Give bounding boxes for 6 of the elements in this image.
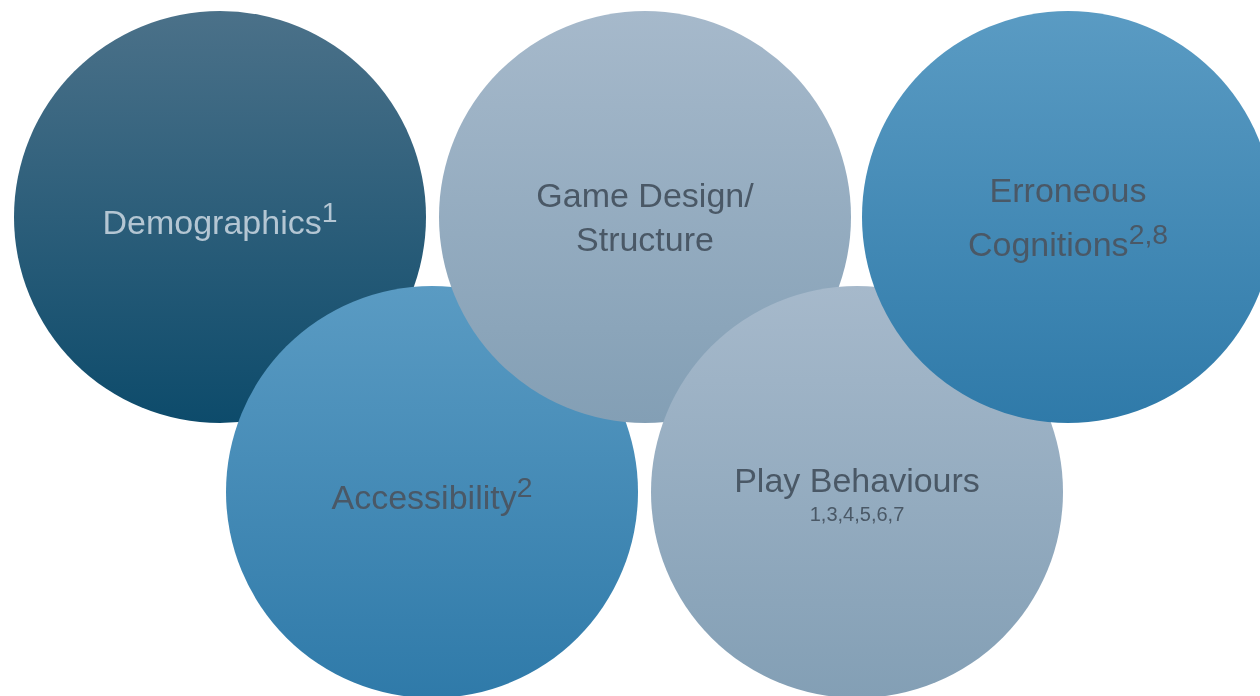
reference-numbers: 1,3,4,5,6,7 xyxy=(809,502,905,526)
circle-label: Game Design/ Structure xyxy=(535,175,755,260)
circle-label: Accessibility$^{2}$ xyxy=(331,469,533,519)
circle-label: Erroneous Cognitions$^{2,8}$ xyxy=(966,169,1169,266)
circle-label: Demographics$^{1}$ xyxy=(102,194,338,244)
circle-label: Play Behaviours xyxy=(734,460,980,501)
